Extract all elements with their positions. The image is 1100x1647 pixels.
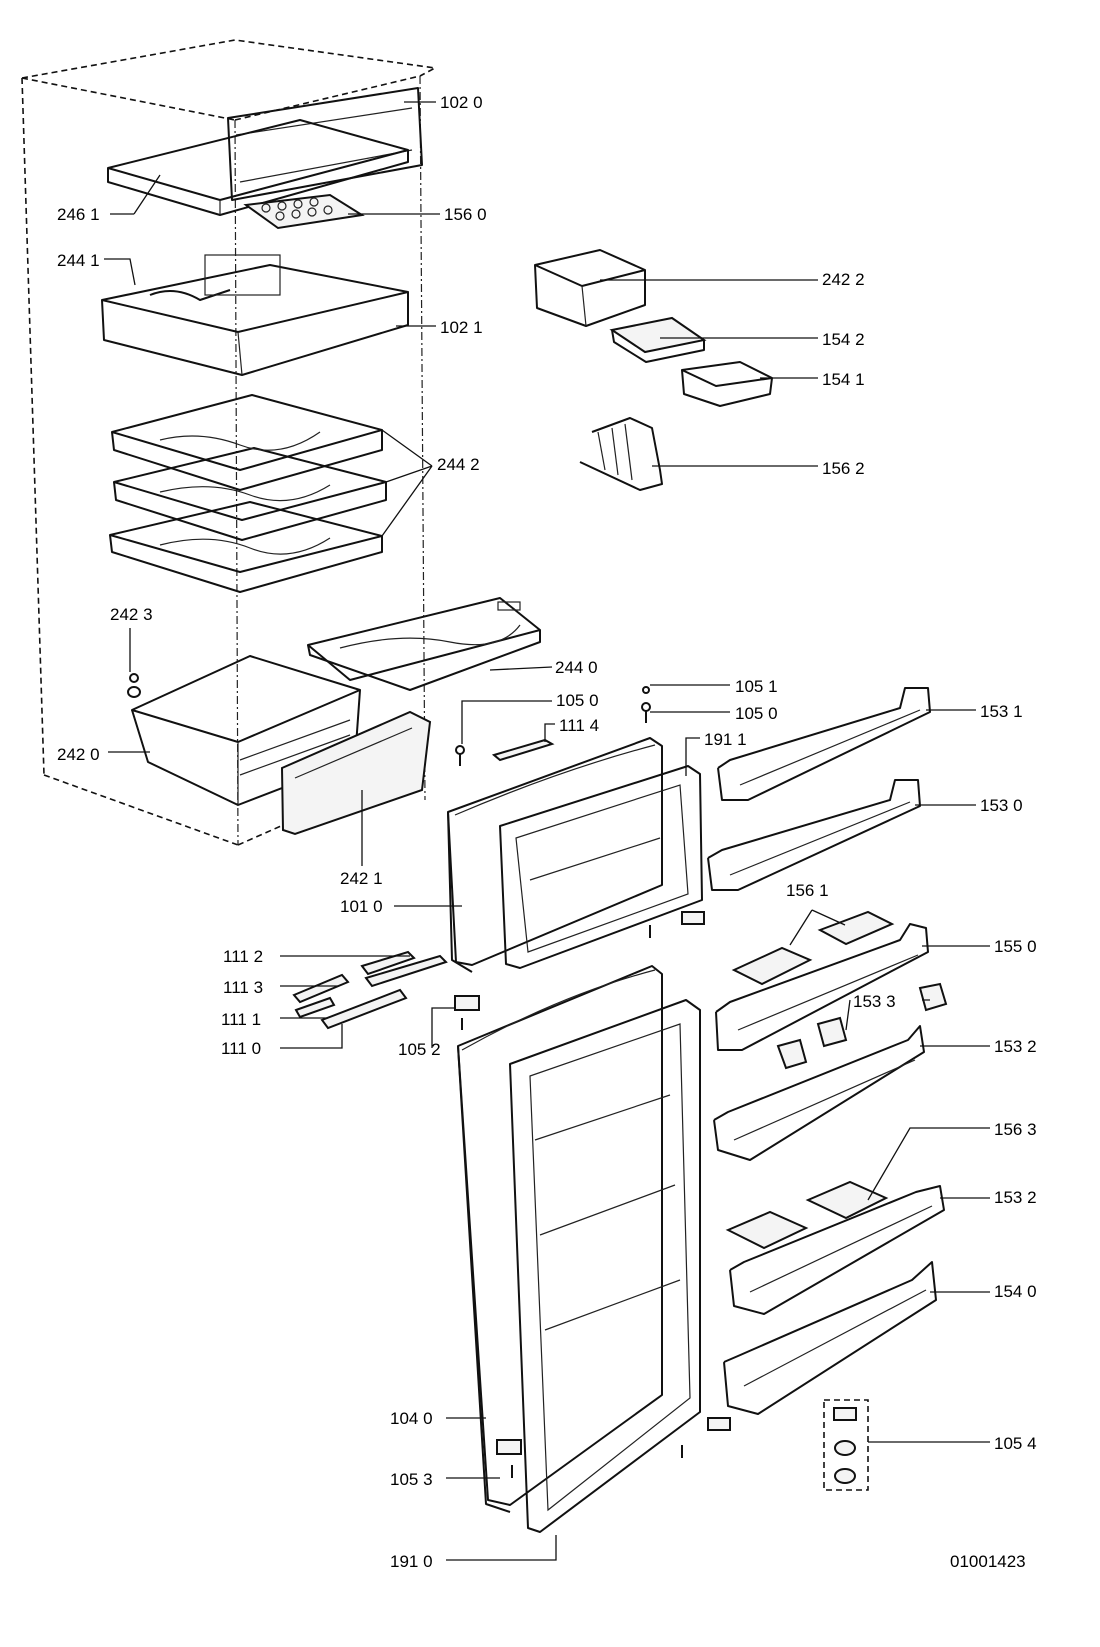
part-105-2-middle-hinge bbox=[454, 911, 705, 1030]
part-155-0-door-shelf bbox=[715, 923, 929, 1051]
leader-line bbox=[381, 429, 433, 537]
part-153-3-dividers bbox=[776, 982, 948, 1070]
callout-242-3: 242 3 bbox=[110, 605, 153, 624]
callout-242-0: 242 0 bbox=[57, 745, 100, 764]
part-101-0-freezer-door bbox=[447, 737, 663, 973]
callout-156-1: 156 1 bbox=[786, 881, 829, 900]
leader-line bbox=[431, 1007, 456, 1048]
leader-line bbox=[685, 737, 700, 776]
callout-105-1: 105 1 bbox=[735, 677, 778, 696]
callout-154-1: 154 1 bbox=[822, 370, 865, 389]
callout-111-1: 111 1 bbox=[221, 1010, 261, 1029]
leader-line bbox=[789, 909, 846, 946]
callout-153-2-b: 153 2 bbox=[994, 1188, 1037, 1207]
part-156-1-egg-trays bbox=[731, 910, 895, 986]
part-244-2-glass-shelves bbox=[109, 394, 387, 593]
callout-153-1: 153 1 bbox=[980, 702, 1023, 721]
callout-105-4: 105 4 bbox=[994, 1434, 1037, 1453]
cabinet-outline bbox=[21, 39, 438, 846]
callout-155-0: 155 0 bbox=[994, 937, 1037, 956]
part-244-1-upper-tray bbox=[101, 254, 409, 376]
callout-105-2: 105 2 bbox=[398, 1040, 441, 1059]
callout-105-0-b: 105 0 bbox=[735, 704, 778, 723]
callout-242-2: 242 2 bbox=[822, 270, 865, 289]
part-242-3-fasteners bbox=[127, 673, 141, 698]
part-154-0-bottle-shelf bbox=[723, 1261, 937, 1415]
callout-102-0: 102 0 bbox=[440, 93, 483, 112]
callout-191-0: 191 0 bbox=[390, 1552, 433, 1571]
leader-line bbox=[461, 700, 552, 744]
part-105-0-hinge-pins bbox=[455, 686, 651, 766]
callout-111-3: 111 3 bbox=[223, 978, 263, 997]
part-111-handles bbox=[292, 950, 448, 1030]
part-111-4-handle-cap bbox=[491, 738, 555, 762]
callout-246-1: 246 1 bbox=[57, 205, 100, 224]
leader-line bbox=[489, 666, 553, 671]
part-156-0-ice-tray bbox=[243, 193, 365, 230]
leader-line bbox=[280, 1024, 343, 1049]
callout-102-1: 102 1 bbox=[440, 318, 483, 337]
leader-line bbox=[867, 1127, 990, 1201]
callout-111-0: 111 0 bbox=[221, 1039, 261, 1058]
part-153-0-door-shelf bbox=[707, 779, 921, 891]
callout-105-0-a: 105 0 bbox=[556, 691, 599, 710]
callout-111-4: 111 4 bbox=[559, 716, 599, 735]
callout-244-2: 244 2 bbox=[437, 455, 480, 474]
part-156-2-bottle-rack bbox=[579, 417, 663, 491]
part-242-1-crisper-front bbox=[280, 710, 432, 836]
callout-labels: 102 0 246 1 156 0 244 1 102 1 242 2 154 … bbox=[57, 93, 1037, 1571]
part-153-1-door-shelf bbox=[717, 687, 931, 801]
part-154-1-small-box bbox=[681, 361, 773, 407]
part-191-1-freezer-gasket bbox=[499, 765, 703, 969]
callout-153-2-a: 153 2 bbox=[994, 1037, 1037, 1056]
part-102-0-top-panel bbox=[227, 87, 423, 201]
part-104-0-fridge-door bbox=[457, 965, 663, 1513]
leader-line bbox=[544, 723, 555, 742]
part-105-3-lower-hinge bbox=[496, 1417, 731, 1478]
leader-line bbox=[845, 999, 930, 1031]
drawing-number: 01001423 bbox=[950, 1552, 1026, 1571]
callout-154-2: 154 2 bbox=[822, 330, 865, 349]
part-242-2-ice-bucket bbox=[534, 249, 646, 327]
callout-156-2: 156 2 bbox=[822, 459, 865, 478]
callout-156-0: 156 0 bbox=[444, 205, 487, 224]
callout-154-0: 154 0 bbox=[994, 1282, 1037, 1301]
part-191-0-fridge-gasket bbox=[509, 999, 701, 1533]
callout-111-2: 111 2 bbox=[223, 947, 263, 966]
callout-191-1: 191 1 bbox=[704, 730, 747, 749]
part-246-1-shelf bbox=[107, 119, 409, 216]
callout-105-3: 105 3 bbox=[390, 1470, 433, 1489]
callout-244-1: 244 1 bbox=[57, 251, 100, 270]
leader-lines bbox=[104, 101, 990, 1561]
callout-242-1: 242 1 bbox=[340, 869, 383, 888]
callout-101-0: 101 0 bbox=[340, 897, 383, 916]
callout-153-0: 153 0 bbox=[980, 796, 1023, 815]
part-153-2-door-shelf-upper bbox=[713, 1025, 925, 1161]
callout-153-3: 153 3 bbox=[853, 992, 896, 1011]
callout-244-0: 244 0 bbox=[555, 658, 598, 677]
callout-156-3: 156 3 bbox=[994, 1120, 1037, 1139]
callout-104-0: 104 0 bbox=[390, 1409, 433, 1428]
part-154-2-ice-tray bbox=[609, 316, 707, 363]
leader-line bbox=[110, 174, 161, 215]
leader-line bbox=[446, 1535, 557, 1561]
part-156-3-bottle-holders bbox=[725, 1180, 889, 1250]
part-244-0-glass-cover bbox=[307, 597, 541, 691]
leader-line bbox=[104, 258, 136, 286]
part-105-4-hinge-kit bbox=[823, 1399, 869, 1491]
